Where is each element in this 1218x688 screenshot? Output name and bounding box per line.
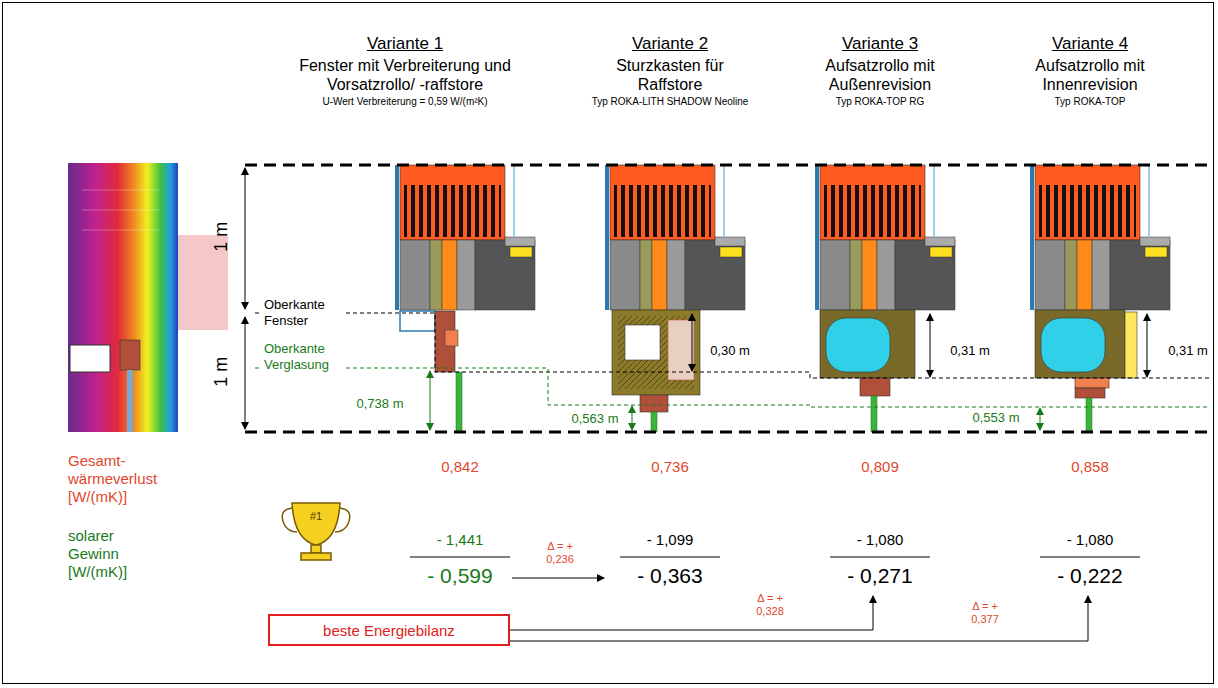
energy-balance-value: - 0,222 bbox=[1035, 563, 1145, 588]
variant-note: Typ ROKA-TOP bbox=[1010, 96, 1170, 108]
lintel-box-variant-2 bbox=[612, 310, 700, 432]
solar-gain-value: - 1,441 bbox=[410, 531, 510, 549]
wall-section bbox=[395, 165, 535, 310]
variant-note: U-Wert Verbreiterung = 0,59 W/(m²K) bbox=[255, 96, 555, 108]
dimension-label: 0,563 m bbox=[565, 411, 625, 427]
variant-title: Aufsatzrollo mit Innenrevision bbox=[1015, 56, 1165, 94]
heat-loss-value: 0,736 bbox=[625, 458, 715, 476]
variant-title: Aufsatzrollo mit Außenrevision bbox=[805, 56, 955, 94]
wall-section bbox=[815, 165, 955, 310]
variant-heading: Variante 4 bbox=[1010, 34, 1170, 54]
dimension-label: 1 m bbox=[211, 350, 233, 394]
heat-loss-value: 0,809 bbox=[835, 458, 925, 476]
highlight-box: beste Energiebilanz bbox=[268, 614, 510, 646]
dimension-label: 0,30 m bbox=[702, 343, 758, 359]
roller-box-variant-4 bbox=[1035, 310, 1137, 432]
trophy-icon bbox=[282, 503, 350, 560]
reference-label: Oberkante Fenster bbox=[262, 297, 346, 328]
thermal-image bbox=[68, 163, 228, 432]
comparison-arrows bbox=[510, 578, 1088, 641]
reference-lines bbox=[245, 165, 1210, 432]
wall-section bbox=[605, 165, 745, 310]
dimension-label: 0,553 m bbox=[966, 410, 1026, 426]
roller-box-variant-3 bbox=[820, 310, 915, 432]
solar-gain-value: - 1,080 bbox=[830, 531, 930, 549]
wall-section bbox=[1030, 165, 1170, 310]
variant-note: Typ ROKA-LITH SHADOW Neoline bbox=[570, 96, 770, 108]
dimension-label: 1 m bbox=[211, 215, 233, 259]
variant-heading: Variante 1 bbox=[305, 34, 505, 54]
energy-balance-value: - 0,271 bbox=[825, 563, 935, 588]
energy-balance-value: - 0,599 bbox=[405, 563, 515, 588]
trophy-number: #1 bbox=[301, 510, 331, 523]
fraction-bars bbox=[410, 557, 1140, 558]
window-variant-1 bbox=[400, 311, 462, 432]
dimension-arrows bbox=[245, 168, 1147, 430]
solar-gain-value: - 1,099 bbox=[620, 531, 720, 549]
delta-label: Δ = + 0,377 bbox=[957, 600, 1013, 626]
delta-label: Δ = + 0,236 bbox=[532, 540, 588, 566]
box-text: beste Energiebilanz bbox=[323, 622, 455, 639]
variant-title: Sturzkasten für Raffstore bbox=[595, 56, 745, 94]
variant-note: Typ ROKA-TOP RG bbox=[790, 96, 970, 108]
variant-title: Fenster mit Verbreiterung und Vorsatzrol… bbox=[260, 56, 550, 94]
dimension-label: 0,738 m bbox=[348, 396, 412, 412]
dimension-label: 0,31 m bbox=[942, 343, 998, 359]
reference-label: Oberkante Verglasung bbox=[262, 341, 346, 372]
delta-label: Δ = + 0,328 bbox=[742, 592, 798, 618]
dimension-label: 0,31 m bbox=[1163, 343, 1213, 359]
row-heading: solarer Gewinn [W/(mK)] bbox=[68, 527, 148, 581]
variant-heading: Variante 2 bbox=[590, 34, 750, 54]
row-heading: Gesamt- wärmeverlust [W/(mK)] bbox=[68, 452, 178, 506]
heat-loss-value: 0,858 bbox=[1045, 458, 1135, 476]
variant-heading: Variante 3 bbox=[800, 34, 960, 54]
solar-gain-value: - 1,080 bbox=[1040, 531, 1140, 549]
heat-loss-value: 0,842 bbox=[415, 458, 505, 476]
energy-balance-value: - 0,363 bbox=[615, 563, 725, 588]
